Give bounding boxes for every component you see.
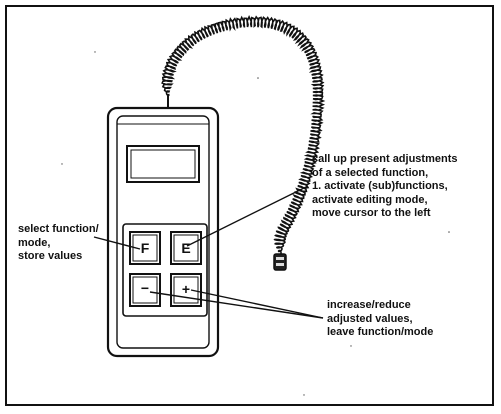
- minus-key-label: −: [141, 280, 149, 296]
- annotation-increase-reduce: increase/reduce adjusted values, leave f…: [327, 299, 434, 338]
- plus-key[interactable]: +: [170, 273, 202, 307]
- annotation-call-up: call up present adjustments of a selecte…: [312, 153, 458, 219]
- cable-connector: [273, 253, 287, 271]
- minus-key[interactable]: −: [129, 273, 161, 307]
- annotation-select-function: select function/ mode, store values: [18, 223, 99, 262]
- leader-line-plus-key: [190, 289, 324, 319]
- coiled-cable: [161, 15, 326, 256]
- leader-line-minus-key: [149, 291, 324, 319]
- f-key-label: F: [141, 240, 150, 256]
- diagram-border: [5, 5, 494, 406]
- device-body-inner: [116, 115, 210, 349]
- e-key[interactable]: E: [170, 231, 202, 265]
- e-key-label: E: [181, 240, 190, 256]
- leader-line-f-key: [93, 236, 141, 250]
- leader-line-e-key: [186, 185, 309, 247]
- device-display: [126, 145, 200, 183]
- plus-key-label: +: [182, 281, 190, 297]
